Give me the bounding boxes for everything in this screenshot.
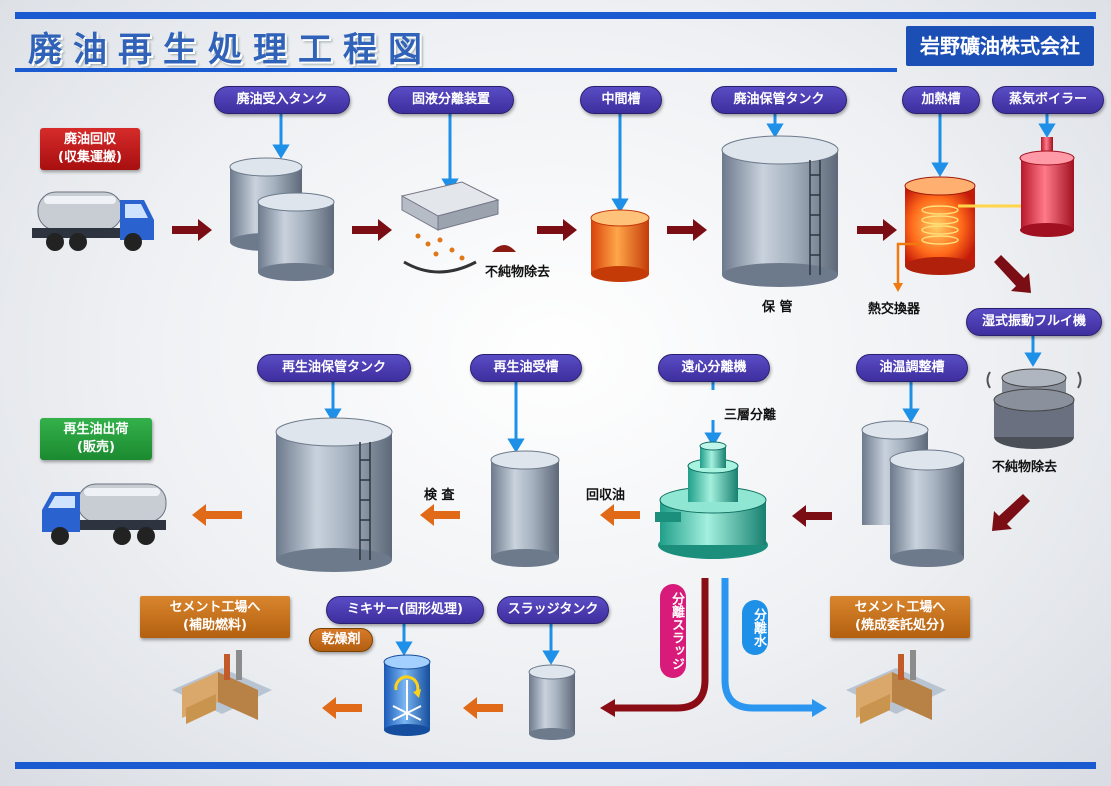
recovered-oil-text: 回収油 [586,488,626,503]
cement2-line1: セメント工場へ [854,600,946,615]
heating-tank-label: 加熱槽 [902,86,980,114]
sieve-label: 湿式振動フルイ機 [966,308,1102,336]
recycled-receive-label: 再生油受槽 [470,354,582,382]
mid-tank-icon [590,209,650,282]
top-border [15,12,1096,19]
impurity-removal-text: 不純物除去 [485,265,551,280]
recycled-storage-label: 再生油保管タンク [257,354,411,382]
desiccant-label: 乾燥剤 [309,628,373,652]
factory-icon [846,650,946,724]
page-title: 廃油再生処理工程図 [28,30,433,70]
ship-badge: 再生油出荷 (販売) [40,418,152,460]
recycled-storage-tank-icon [275,417,393,572]
boiler-icon [1019,137,1075,237]
receive-tank-icon [229,157,335,281]
centrifuge-label: 遠心分離機 [658,354,770,382]
centrifuge-icon [655,441,768,559]
heating-tank-icon [893,176,1025,292]
ship-line2: (販売) [77,440,115,455]
three-layer-text: 三層分離 [724,408,777,423]
feed-arrows [272,111,1056,665]
ship-line1: 再生油出荷 [63,422,129,437]
temp-tank-label: 油温調整槽 [856,354,968,382]
output-arrows [192,504,640,719]
impurity-removal-text-2: 不純物除去 [992,460,1058,475]
recycled-receive-tank-icon [490,450,560,567]
sludge-tank-label: スラッジタンク [497,596,609,624]
water-label: 分離水 [742,600,768,655]
collect-badge: 廃油回収 (収集運搬) [40,128,140,170]
mixer-icon [383,654,431,736]
title-underline [15,68,897,72]
tanker-truck-icon [32,191,154,251]
mid-tank-label: 中間槽 [580,86,662,114]
cement1-line1: セメント工場へ [169,600,261,615]
receive-tank-label: 廃油受入タンク [214,86,350,114]
storage-tank-label: 廃油保管タンク [711,86,847,114]
boiler-label: 蒸気ボイラー [992,86,1104,114]
cement-plant-badge-1: セメント工場へ (補助燃料) [140,596,290,638]
sludge-label: 分離スラッジ [660,584,686,678]
tanker-truck-icon [42,483,167,545]
sludge-flow [612,578,709,712]
sludge-tank-icon [528,664,576,740]
collect-line2: (収集運搬) [58,150,122,165]
water-flow [721,578,815,712]
heat-exchanger-text: 熱交換器 [868,302,921,317]
separator-icon [400,181,516,274]
collect-line1: 廃油回収 [63,132,116,147]
company-name: 岩野礦油株式会社 [906,26,1094,66]
cement1-line2: (補助燃料) [183,618,247,633]
process-arrows [172,219,1031,531]
mixer-label: ミキサー(固形処理) [326,596,484,624]
vibrating-sieve-icon [986,368,1082,449]
bottom-border [15,762,1096,769]
inspection-text: 検 査 [424,488,455,503]
cement-plant-badge-2: セメント工場へ (焼成委託処分) [830,596,970,638]
storage-note-text: 保 管 [762,300,793,315]
cement2-line2: (焼成委託処分) [855,618,945,633]
storage-tank-icon [721,135,839,287]
separator-label: 固液分離装置 [388,86,514,114]
temp-tank-icon [861,420,965,567]
factory-icon [172,650,272,724]
